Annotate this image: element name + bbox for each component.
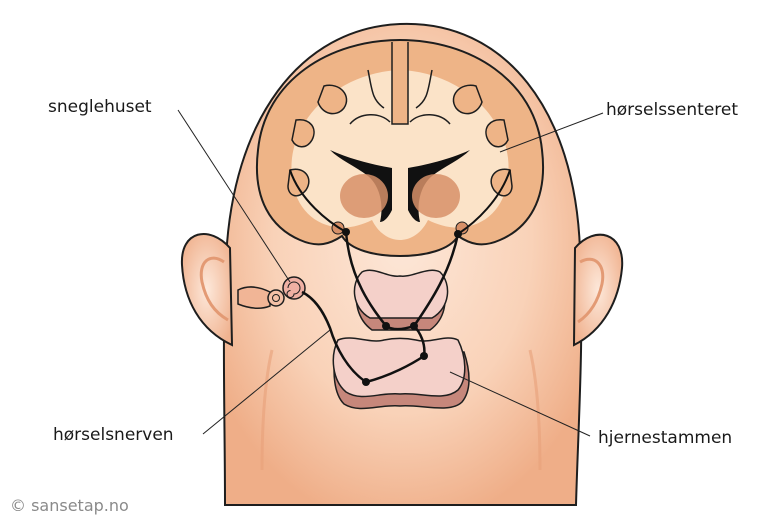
- label-brainstem: hjernestammen: [598, 428, 732, 448]
- copyright-credit: © sansetap.no: [10, 496, 129, 515]
- left-ear: [182, 234, 232, 345]
- label-auditory-nerve: hørselsnerven: [53, 425, 174, 445]
- label-cochlea: sneglehuset: [48, 97, 152, 117]
- label-auditory-cortex: hørselssenteret: [606, 100, 738, 120]
- brain: [257, 40, 543, 256]
- cochlea: [283, 277, 305, 299]
- right-ear: [574, 235, 622, 345]
